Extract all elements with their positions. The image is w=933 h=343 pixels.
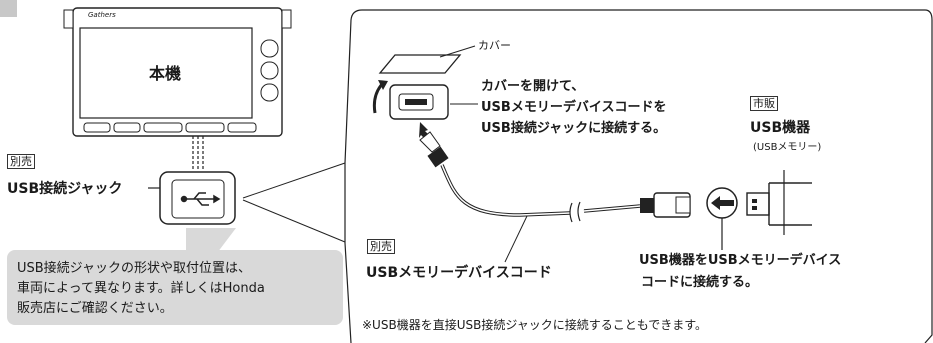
cover-instruction: カバーを開けて、 USBメモリーデバイスコードを USB接続ジャックに接続する。 bbox=[481, 76, 666, 139]
footnote: ※USB機器を直接USB接続ジャックに接続することもできます。 bbox=[362, 318, 708, 332]
cover-label: カバー bbox=[478, 39, 511, 52]
callout-line-1: USB接続ジャックの形状や取付位置は、 bbox=[17, 261, 252, 276]
unit-brand: Gathers bbox=[88, 11, 116, 19]
zoom-frame bbox=[344, 9, 933, 343]
side-button-1 bbox=[260, 39, 279, 58]
cord-leader-line bbox=[504, 215, 528, 263]
head-unit bbox=[63, 7, 292, 137]
open-arrow-icon bbox=[372, 81, 385, 114]
callout-box bbox=[7, 228, 343, 325]
tag-retail: 市販 bbox=[750, 96, 778, 111]
usb-device-label: USB機器 bbox=[750, 120, 811, 136]
cover-instruction-line-2: USBメモリーデバイスコードを bbox=[481, 100, 667, 115]
bottom-button-3 bbox=[143, 122, 183, 133]
cover-leader-line bbox=[439, 45, 476, 58]
usb-device bbox=[746, 170, 812, 235]
side-button-3 bbox=[260, 83, 279, 102]
cover-instruction-line-3: USB接続ジャックに接続する。 bbox=[481, 121, 667, 136]
usb-device-sublabel: (USBメモリー) bbox=[753, 142, 822, 153]
zoom-pointer-upper bbox=[242, 162, 346, 199]
connect-instruction-line-2: コードに接続する。 bbox=[641, 275, 759, 290]
bottom-button-4 bbox=[185, 122, 225, 133]
unit-to-jack-cable bbox=[192, 136, 204, 170]
unit-label: 本機 bbox=[149, 64, 182, 83]
bottom-button-5 bbox=[227, 122, 257, 133]
cord-break-icon bbox=[569, 201, 581, 223]
usb-jack bbox=[159, 171, 236, 225]
usb-cord bbox=[419, 131, 691, 223]
usb-symbol-icon bbox=[180, 192, 221, 206]
bottom-button-1 bbox=[83, 122, 111, 133]
cover-instruction-line-1: カバーを開けて、 bbox=[481, 79, 585, 94]
usb-jack-label: USB接続ジャック bbox=[7, 181, 123, 197]
connect-instruction-line-1: USB機器をUSBメモリーデバイス bbox=[639, 253, 842, 268]
callout-line-3: 販売店にご確認ください。 bbox=[17, 301, 173, 316]
corner-tab bbox=[0, 0, 17, 17]
callout-text: USB接続ジャックの形状や取付位置は、 車両によって異なります。詳しくはHond… bbox=[17, 259, 265, 319]
callout-line-2: 車両によって異なります。詳しくはHonda bbox=[17, 281, 265, 296]
zoom-pointer-lower bbox=[242, 199, 346, 243]
side-button-2 bbox=[260, 61, 279, 80]
tag-separate-cord: 別売 bbox=[367, 239, 395, 254]
tag-separate-jack: 別売 bbox=[7, 154, 35, 169]
bottom-button-2 bbox=[113, 122, 141, 133]
connect-instruction: USB機器をUSBメモリーデバイス コードに接続する。 bbox=[639, 250, 841, 294]
usb-cord-label: USBメモリーデバイスコード bbox=[366, 265, 552, 281]
usb-jack-enlarged bbox=[372, 54, 462, 142]
connect-arrow-icon bbox=[706, 187, 738, 250]
